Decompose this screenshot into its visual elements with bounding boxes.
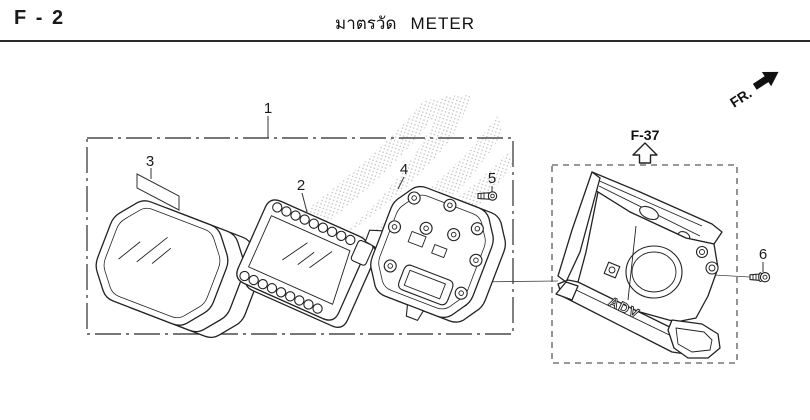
- callout-line-2: [301, 192, 308, 213]
- meter-unit-drawing: [236, 199, 377, 328]
- visor-front-band: [557, 279, 693, 355]
- meter-visor-bracket-drawing: ADV: [555, 171, 723, 359]
- rear-cover-left-tab: [364, 229, 383, 249]
- meter-terminal-row-top: [272, 202, 356, 246]
- fr-direction-marker: FR.: [727, 71, 779, 111]
- page-title-thai: มาตรวัด: [334, 14, 397, 33]
- header-divider: [0, 40, 810, 42]
- fr-arrow-icon: [752, 71, 779, 90]
- callout-label-5: 5: [488, 170, 496, 187]
- rear-cover-screw-bosses: [383, 191, 484, 300]
- screw-5-drawing: [477, 191, 498, 201]
- rear-cover-bottom-tab: [405, 304, 424, 321]
- callout-line-4: [397, 176, 405, 190]
- rear-cover-cutout: [398, 264, 454, 306]
- meter-screen: [248, 215, 351, 305]
- visor-left-foot: [555, 281, 579, 301]
- rear-cover-drawing: [364, 185, 507, 323]
- page-code: F - 2: [14, 7, 66, 29]
- meter-terminal-row-bottom: [239, 270, 323, 314]
- callout-label-3: 3: [146, 153, 154, 170]
- visor-reference-box: [551, 164, 738, 364]
- visor-slot-hole: [639, 205, 659, 221]
- callout-3-sheet-pointer: [136, 173, 180, 211]
- parts-group-box: [86, 137, 514, 335]
- ref-f37-up-arrow-icon: [632, 142, 658, 164]
- page-title: มาตรวัด METER: [0, 10, 810, 37]
- visor-right-foot: [667, 319, 721, 359]
- callout-label-2: 2: [297, 177, 305, 194]
- lens-glare-lines: [118, 236, 172, 264]
- callout-label-4: 4: [400, 161, 408, 178]
- ref-f37-label: F-37: [631, 127, 660, 143]
- visor-to-screw6-leader: [713, 274, 751, 278]
- meter-screen-glare-lines: [282, 242, 333, 269]
- visor-gauge-hole: [625, 245, 683, 299]
- screw-6-drawing: [749, 272, 771, 283]
- meter-connector: [350, 239, 374, 266]
- callout-label-1: 1: [264, 100, 272, 117]
- callout-label-6: 6: [759, 246, 767, 263]
- fr-direction-label: FR.: [727, 85, 755, 111]
- page-title-english: METER: [410, 14, 475, 33]
- callout-leader-lines: [136, 116, 764, 272]
